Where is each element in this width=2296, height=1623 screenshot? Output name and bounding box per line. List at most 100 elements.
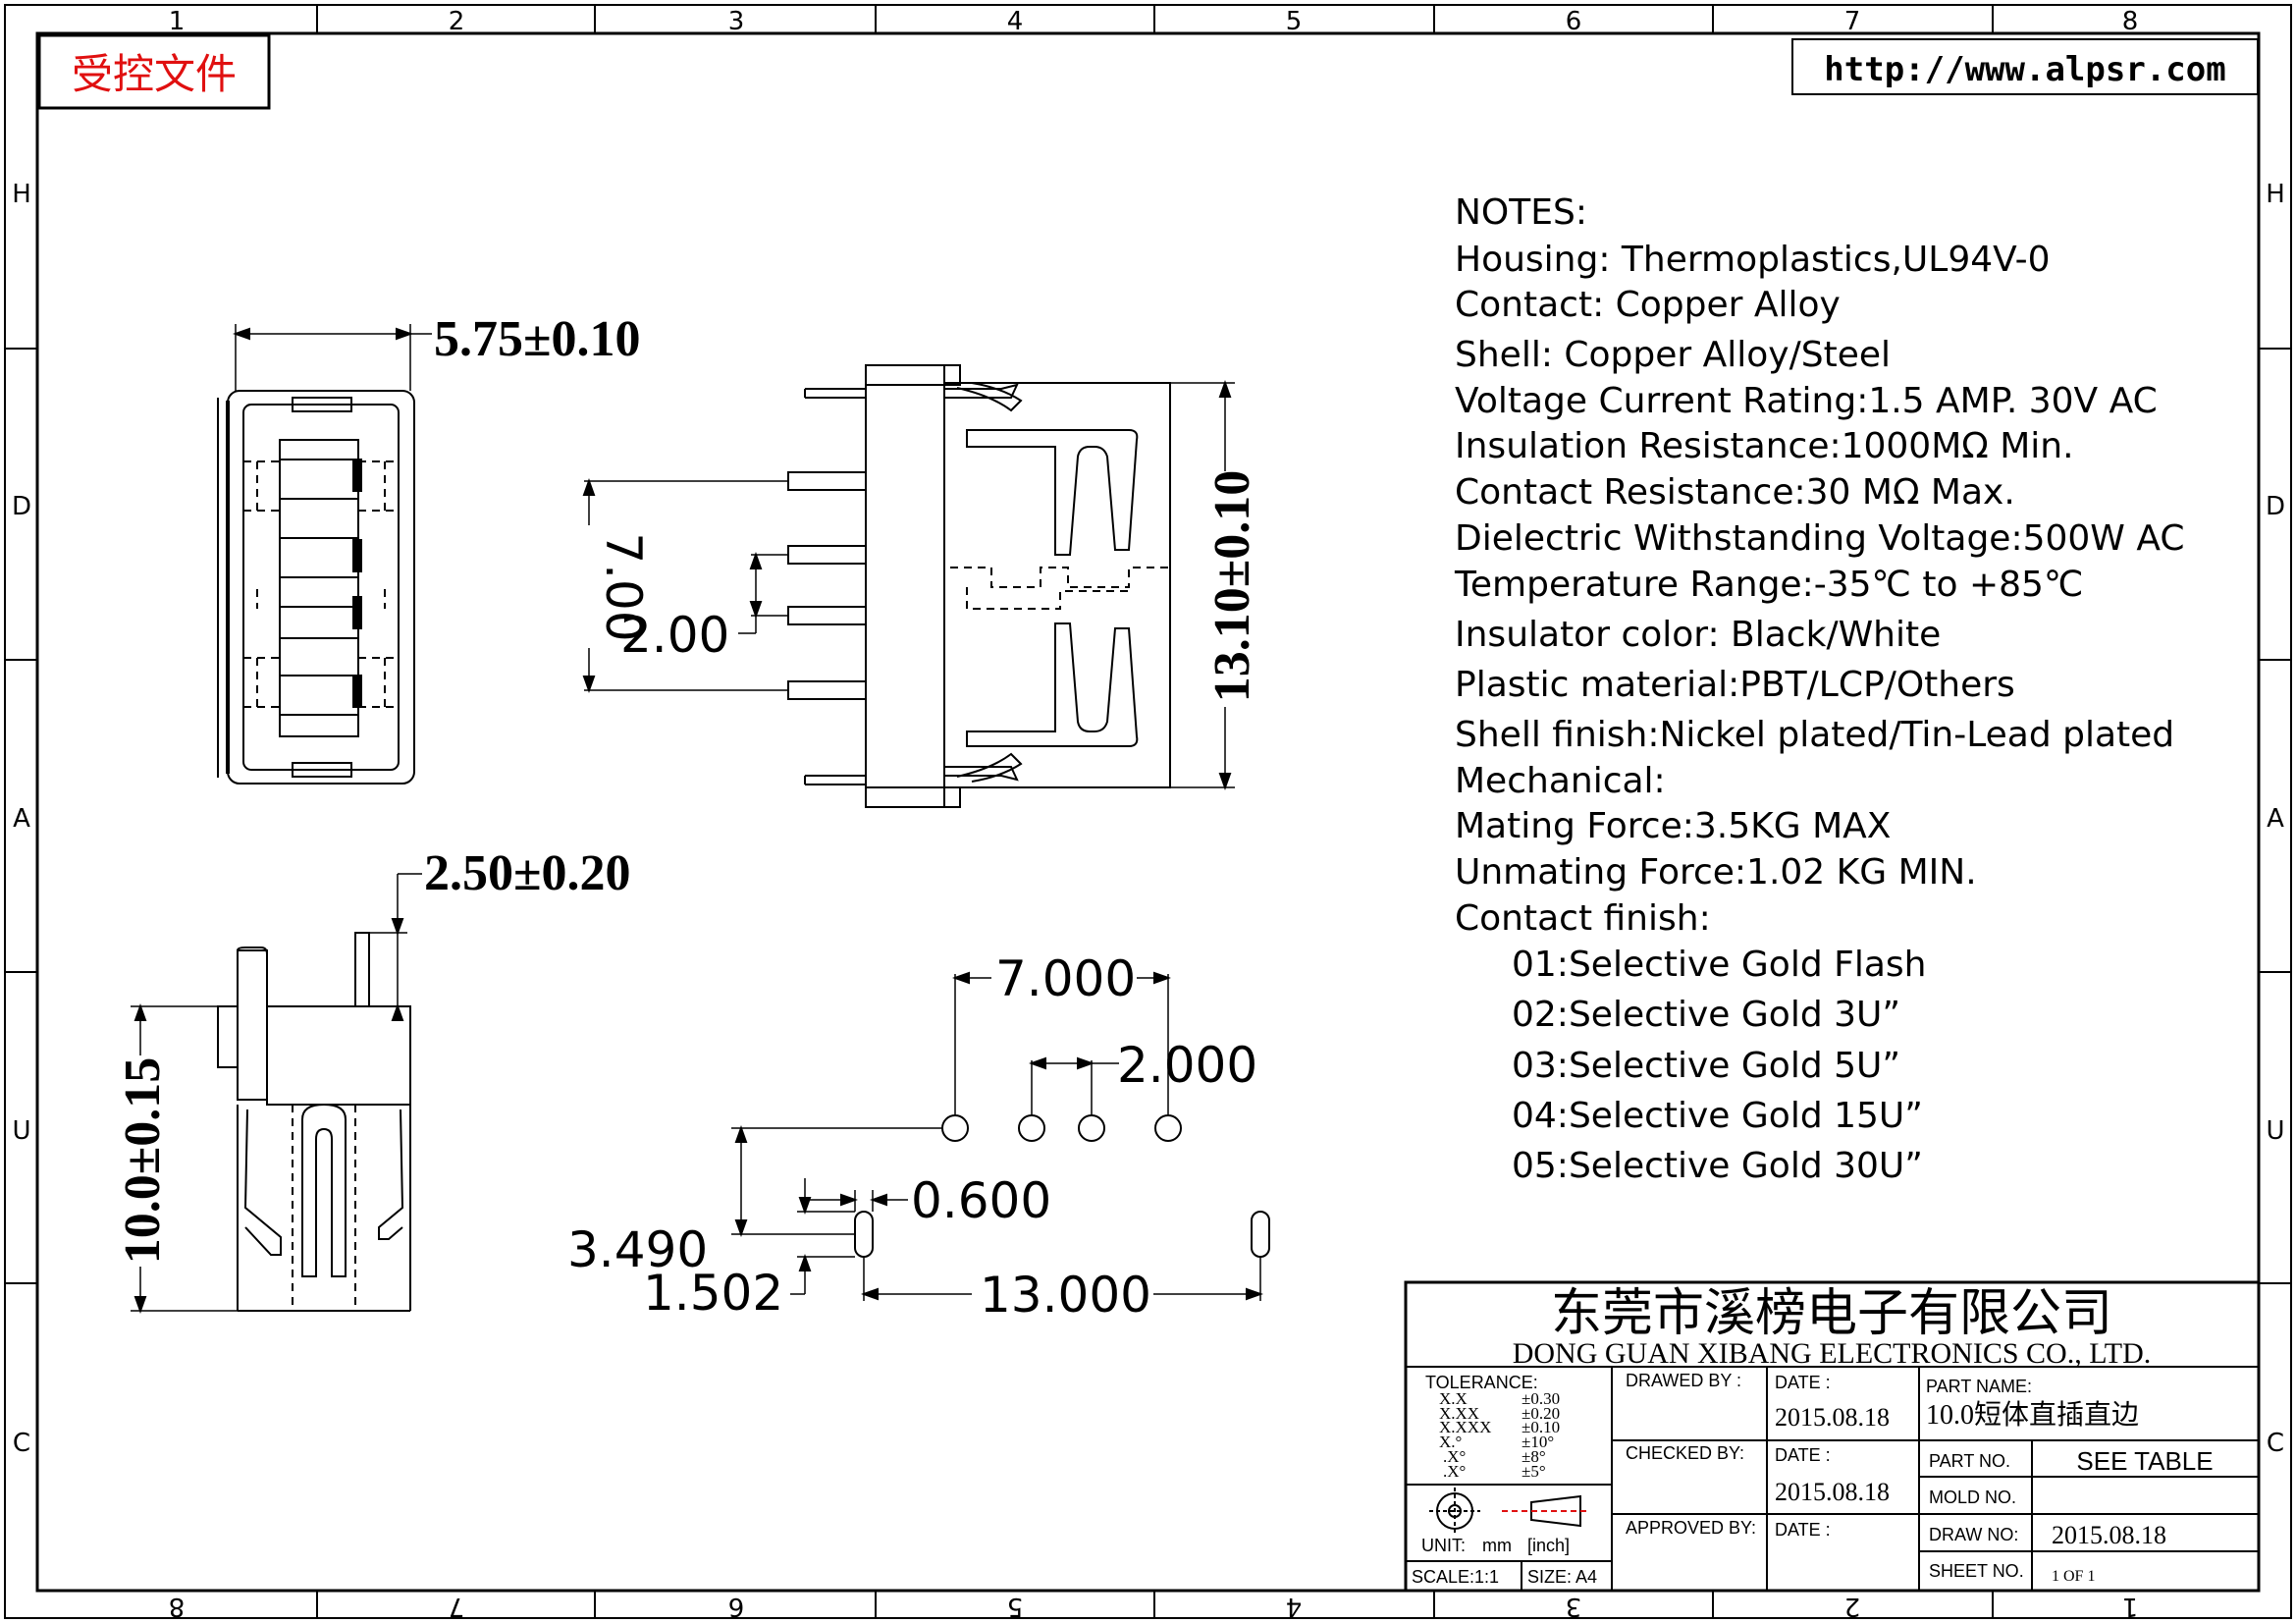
note-line: Contact Resistance:30 MΩ Max. (1455, 472, 2015, 513)
column-label: 1 (2122, 1592, 2139, 1621)
row-label: A (13, 804, 30, 834)
tolerance-value: ±8° (1522, 1447, 1546, 1466)
column-label: 7 (1844, 7, 1861, 36)
note-line: Insulation Resistance:1000MΩ Min. (1455, 426, 2074, 466)
note-line: Housing: Thermoplastics,UL94V-0 (1455, 240, 2051, 280)
row-label: H (2266, 180, 2285, 209)
note-line: Contact finish: (1455, 898, 1711, 939)
column-label: 4 (1007, 7, 1024, 36)
note-line: Unmating Force:1.02 KG MIN. (1455, 852, 1977, 893)
column-label: 2 (449, 7, 465, 36)
notes-heading: NOTES: (1455, 192, 1587, 233)
column-labels-top: 1 2 3 4 5 6 7 8 (169, 7, 2139, 36)
dim-pcb-pin-pitch: 2.000 (1117, 1037, 1257, 1094)
row-label: A (2267, 804, 2284, 834)
title-block (1404, 1280, 2261, 1593)
controlled-document-stamp: 受控文件 (37, 33, 271, 110)
row-label: U (12, 1116, 30, 1146)
company-name-cn: 东莞市溪榜电子有限公司 (1551, 1286, 2112, 1342)
column-label: 4 (1286, 1592, 1303, 1621)
part-no-label: PART NO. (1929, 1451, 2010, 1471)
unit-value: mm (1482, 1536, 1512, 1555)
part-name-label: PART NAME: (1926, 1377, 2032, 1396)
finish-line: 04:Selective Gold 15U” (1512, 1096, 1923, 1136)
date-label: DATE : (1775, 1520, 1831, 1540)
part-name: 10.0短体直插直边 (1926, 1399, 2139, 1431)
finish-line: 02:Selective Gold 3U” (1512, 995, 1900, 1035)
tolerance-value: ±0.10 (1522, 1418, 1560, 1436)
tolerance-key: .X° (1443, 1447, 1466, 1466)
company-name-en: DONG GUAN XIBANG ELECTRONICS CO., LTD. (1513, 1337, 2152, 1370)
stamp-text: 受控文件 (72, 50, 237, 98)
dim-pin-span: 7.00 (595, 532, 652, 641)
column-label: 2 (1844, 1592, 1861, 1621)
column-label: 5 (1007, 1592, 1024, 1621)
draw-no-label: DRAW NO: (1929, 1525, 2018, 1544)
date-label: DATE : (1775, 1445, 1831, 1465)
dim-pin-pitch: 2.00 (620, 607, 729, 664)
note-line: Mechanical: (1455, 761, 1666, 801)
title-block-text: 东莞市溪榜电子有限公司 DONG GUAN XIBANG ELECTRONICS… (1412, 1286, 2214, 1587)
dim-front-width: 5.75±0.10 (434, 311, 641, 367)
pcb-footprint (731, 971, 1270, 1301)
sheet-no-label: SHEET NO. (1929, 1561, 2024, 1581)
url-text: http://www.alpsr.com (1824, 50, 2225, 89)
approved-by-label: APPROVED BY: (1626, 1518, 1756, 1538)
column-label: 5 (1286, 7, 1303, 36)
part-no: SEE TABLE (2076, 1446, 2213, 1476)
dim-side-height: 10.0±0.15 (115, 1057, 171, 1265)
tolerance-key: X.° (1439, 1433, 1462, 1451)
sheet-no: 1 OF 1 (2052, 1568, 2095, 1585)
column-label: 7 (449, 1592, 465, 1621)
tolerance-value: ±5° (1522, 1462, 1546, 1481)
date-label: DATE : (1775, 1373, 1831, 1392)
tolerance-key: X.X (1439, 1389, 1468, 1408)
row-labels-left: H D A U C (12, 180, 31, 1458)
row-label: H (12, 180, 31, 209)
note-line: Insulator color: Black/White (1455, 615, 1941, 655)
unit-alt: [inch] (1527, 1536, 1570, 1555)
finish-line: 01:Selective Gold Flash (1512, 945, 1926, 985)
finish-line: 03:Selective Gold 5U” (1512, 1046, 1900, 1086)
dim-slot-span: 13.000 (980, 1267, 1151, 1324)
top-view (582, 364, 1235, 808)
column-labels-bottom: 8 7 6 5 4 3 2 1 (169, 1592, 2139, 1621)
draw-no: 2015.08.18 (2052, 1521, 2166, 1549)
column-label: 8 (169, 1592, 186, 1621)
dim-side-offset: 2.50±0.20 (424, 845, 631, 901)
size-label: SIZE: A4 (1527, 1567, 1597, 1587)
tolerance-value: ±10° (1522, 1433, 1554, 1451)
row-label: C (13, 1429, 30, 1458)
note-line: Contact: Copper Alloy (1455, 285, 1841, 325)
note-line: Dielectric Withstanding Voltage:500W AC (1455, 518, 2184, 559)
note-line: Plastic material:PBT/LCP/Others (1455, 665, 2015, 705)
checked-by-label: CHECKED BY: (1626, 1443, 1744, 1463)
tolerance-key: X.XXX (1439, 1418, 1491, 1436)
notes-block: NOTES: Housing: Thermoplastics,UL94V-0 C… (1454, 192, 2184, 1186)
checked-date: 2015.08.18 (1775, 1478, 1890, 1506)
tolerance-key: X.XX (1439, 1404, 1479, 1423)
mold-no-label: MOLD NO. (1929, 1488, 2016, 1507)
column-label: 3 (1566, 1592, 1582, 1621)
row-labels-right: H D A U C (2266, 180, 2285, 1458)
url-box: http://www.alpsr.com (1791, 38, 2259, 95)
note-line: Voltage Current Rating:1.5 AMP. 30V AC (1455, 381, 2158, 421)
dim-pcb-pin-span: 7.000 (995, 950, 1136, 1007)
note-line: Shell finish:Nickel plated/Tin-Lead plat… (1455, 715, 2174, 755)
column-label: 1 (169, 7, 186, 36)
side-view (131, 873, 422, 1314)
drawing-border (4, 4, 2292, 1619)
dim-row-offset: 3.490 (567, 1221, 708, 1278)
scale-label: SCALE:1:1 (1412, 1567, 1499, 1587)
column-label: 8 (2122, 7, 2139, 36)
note-line: Shell: Copper Alloy/Steel (1455, 335, 1891, 375)
tolerance-value: ±0.20 (1522, 1404, 1560, 1423)
front-view (217, 324, 432, 784)
column-label: 6 (1566, 7, 1582, 36)
drawn-by-label: DRAWED BY : (1626, 1371, 1741, 1390)
tolerance-value: ±0.30 (1522, 1389, 1560, 1408)
column-label: 3 (728, 7, 745, 36)
row-label: D (2266, 492, 2285, 521)
row-label: D (12, 492, 31, 521)
